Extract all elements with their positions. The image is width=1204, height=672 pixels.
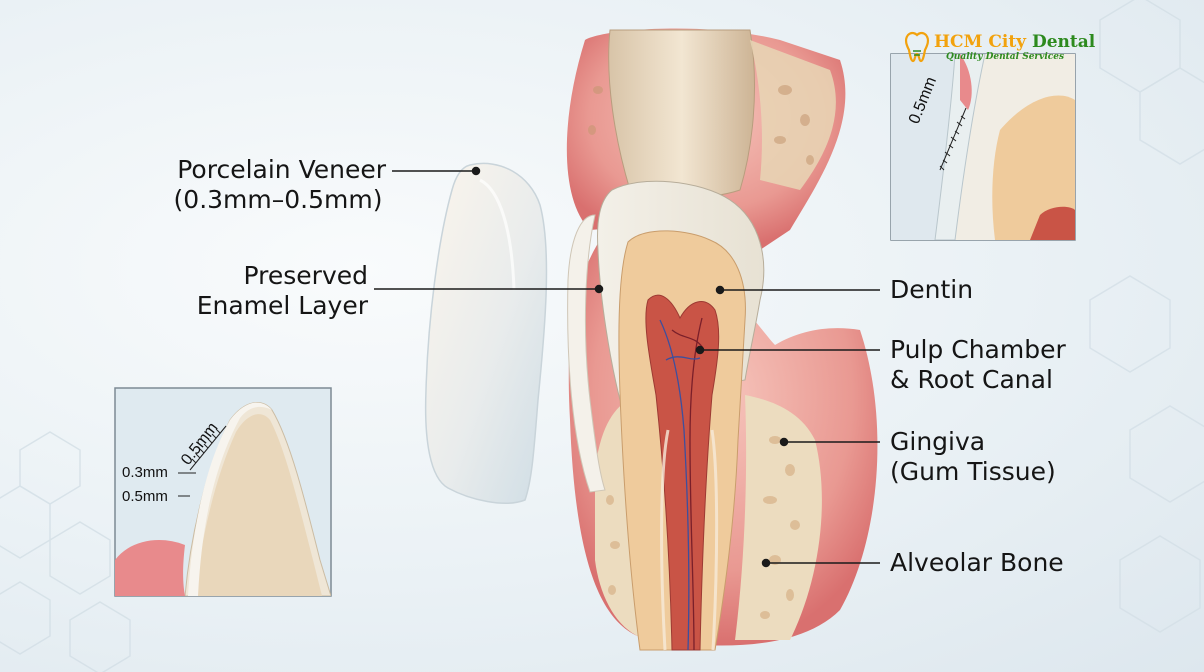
label-alveolar-bone: Alveolar Bone	[890, 548, 1064, 578]
label-dentin-line1: Dentin	[890, 275, 974, 304]
inset-bl-measure-a: 0.3mm	[122, 464, 168, 481]
hexagon-pattern-right	[1089, 0, 1204, 633]
callout-lines	[374, 166, 880, 568]
tooth-cross-section	[566, 28, 878, 651]
inset-bottom-left	[114, 387, 332, 597]
pulp-chamber	[645, 294, 720, 651]
bone-trabeculae	[606, 436, 800, 619]
label-bone-line1: Alveolar Bone	[890, 548, 1064, 577]
label-veneer-line1: Porcelain Veneer	[177, 155, 386, 184]
logo-name-part1: HCM City	[934, 32, 1027, 52]
inset-bl-measure-b: 0.5mm	[122, 488, 168, 505]
label-dentin: Dentin	[890, 275, 973, 305]
preserved-enamel-strip	[567, 214, 606, 493]
alveolar-bone-right	[735, 395, 822, 640]
label-preserved-enamel: Preserved Enamel Layer	[180, 261, 368, 321]
clinic-logo: HCM City Dental Quality Dental Services	[904, 31, 1095, 65]
logo-name-part2: Dental	[1031, 32, 1096, 52]
label-veneer-line2: (0.3mm–0.5mm)	[173, 185, 383, 214]
label-porcelain-veneer: Porcelain Veneer (0.3mm–0.5mm)	[170, 155, 386, 215]
label-enamel-line2: Enamel Layer	[196, 291, 368, 320]
inset-top-right	[890, 53, 1076, 241]
label-gingiva-line2: (Gum Tissue)	[890, 457, 1056, 486]
logo-name: HCM City Dental	[934, 32, 1095, 52]
upper-tooth	[608, 29, 756, 198]
tooth-icon	[904, 31, 930, 63]
label-gingiva-line1: Gingiva	[890, 427, 986, 456]
label-pulp-line2: & Root Canal	[890, 365, 1053, 394]
logo-tagline: Quality Dental Services	[946, 52, 1065, 62]
hexagon-pattern-left	[0, 431, 131, 672]
label-gingiva: Gingiva (Gum Tissue)	[890, 427, 1056, 487]
label-pulp-chamber: Pulp Chamber & Root Canal	[890, 335, 1066, 395]
upper-bone	[750, 40, 836, 190]
label-enamel-line1: Preserved	[243, 261, 368, 290]
porcelain-veneer-shape	[424, 162, 548, 504]
label-pulp-line1: Pulp Chamber	[890, 335, 1066, 364]
